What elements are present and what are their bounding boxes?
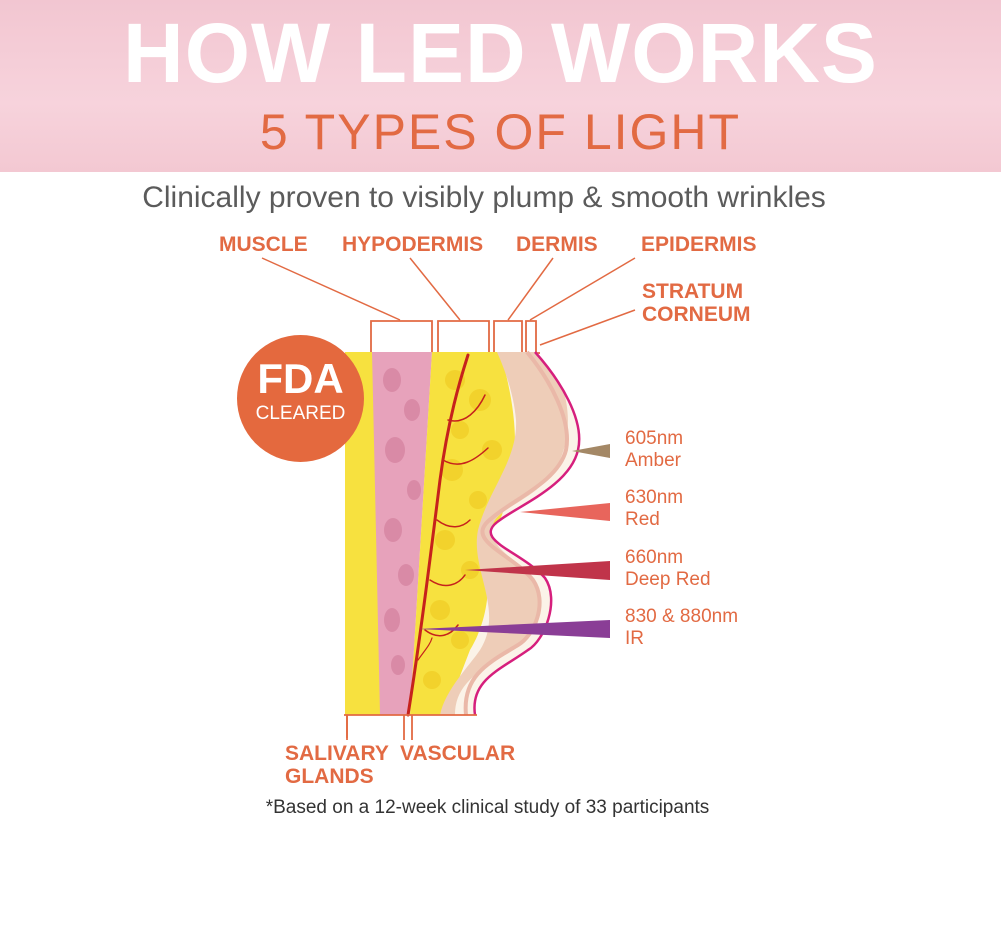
fda-badge-sub: CLEARED [255, 403, 346, 424]
label-muscle: MUSCLE [219, 233, 308, 256]
label-epidermis: EPIDERMIS [641, 233, 757, 256]
footnote: *Based on a 12-week clinical study of 33… [265, 797, 710, 818]
page-title: HOW LED WORKS [123, 6, 878, 100]
top-brackets [364, 320, 540, 354]
label-salivary-glands-line1: SALIVARY [285, 742, 389, 765]
tagline: Clinically proven to visibly plump & smo… [142, 181, 826, 214]
wavelength-660-nm: 660nm [625, 547, 684, 568]
ray-830-880nm [418, 620, 610, 638]
wavelength-605-nm: 605nm [625, 428, 684, 449]
wavelength-660-name: Deep Red [625, 569, 711, 590]
stratum-corneum-outline [473, 351, 581, 716]
label-hypodermis: HYPODERMIS [342, 233, 484, 256]
skin-layers [345, 352, 580, 715]
wavelength-605-name: Amber [625, 450, 681, 471]
wavelength-830-880-nm: 830 & 880nm [625, 606, 739, 627]
page-subtitle: 5 TYPES OF LIGHT [259, 104, 742, 160]
fda-badge-main: FDA [257, 355, 344, 402]
header-banner [0, 0, 1001, 172]
bottom-brackets [344, 714, 477, 740]
wavelength-630-nm: 630nm [625, 487, 684, 508]
wavelength-630-name: Red [625, 509, 660, 530]
ray-660nm [465, 561, 610, 580]
wavelength-830-880-name: IR [625, 628, 644, 649]
label-vascular: VASCULAR [400, 742, 516, 765]
label-stratum-corneum-line2: CORNEUM [642, 303, 751, 326]
fda-cleared-badge: FDA CLEARED [237, 335, 364, 462]
label-dermis: DERMIS [516, 233, 598, 256]
ray-630nm [520, 503, 610, 521]
label-stratum-corneum-line1: STRATUM [642, 280, 744, 303]
label-salivary-glands-line2: GLANDS [285, 765, 374, 788]
ray-605nm [572, 444, 610, 458]
leader-lines [261, 257, 636, 346]
